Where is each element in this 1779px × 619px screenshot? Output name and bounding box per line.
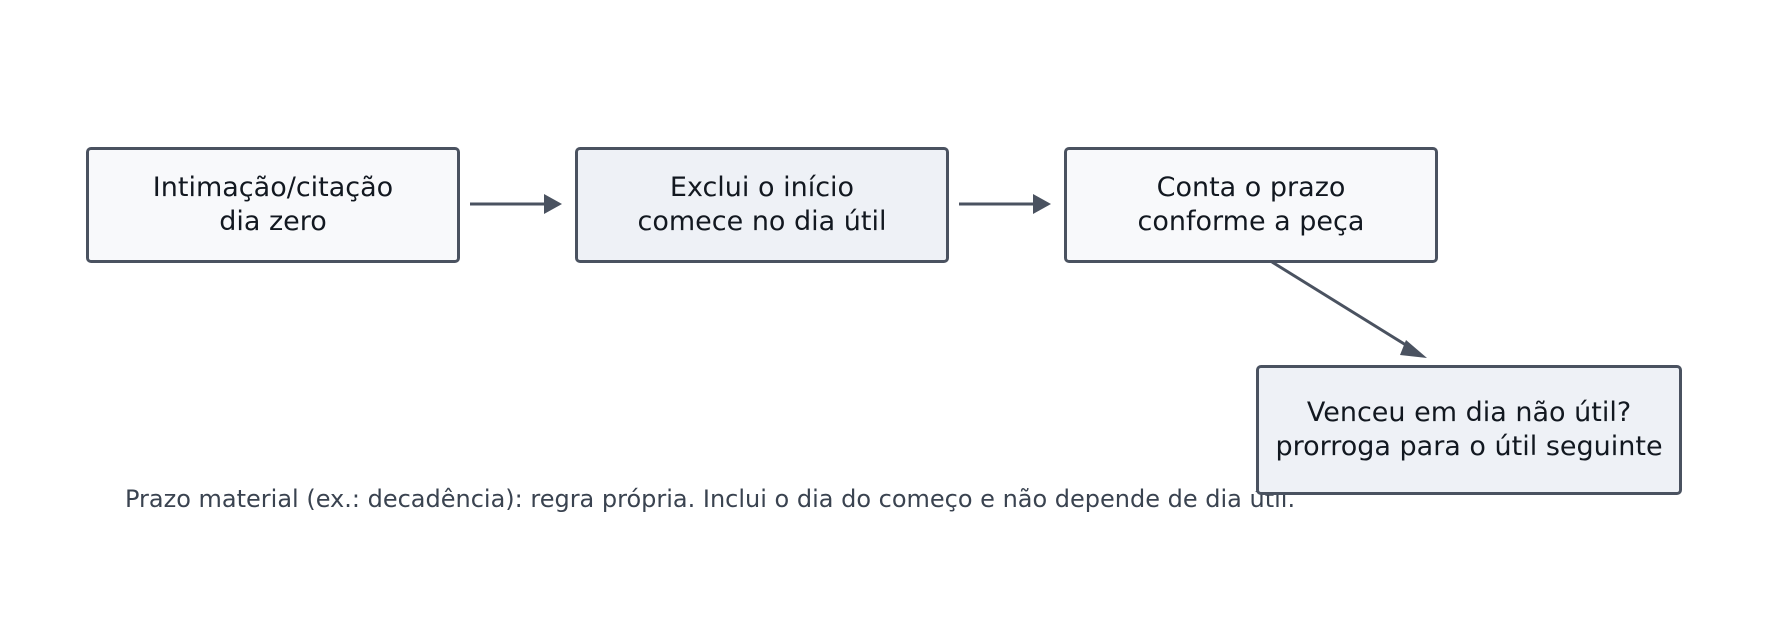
node-intimacao-citacao: Intimação/citação dia zero — [86, 147, 460, 263]
node-venceu-line-1: Venceu em dia não útil? — [1306, 397, 1632, 428]
node-intimacao-line-1: Intimação/citação — [152, 172, 394, 203]
arrow-conta-to-venceu — [1271, 260, 1415, 352]
node-conta-line-1: Conta o prazo — [1156, 172, 1346, 203]
arrowhead-2 — [1033, 194, 1051, 214]
node-exclui-inicio: Exclui o início comece no dia útil — [575, 147, 949, 263]
node-conta-line-2: conforme a peça — [1137, 206, 1365, 237]
arrowhead-3 — [1400, 340, 1427, 358]
node-venceu-line-2: prorroga para o útil seguinte — [1275, 431, 1663, 462]
footnote-prazo-material: Prazo material (ex.: decadência): regra … — [125, 485, 1296, 513]
node-venceu-dia-nao-util: Venceu em dia não útil? prorroga para o … — [1256, 365, 1682, 495]
node-intimacao-line-2: dia zero — [219, 206, 327, 237]
node-exclui-line-1: Exclui o início — [669, 172, 855, 203]
node-conta-prazo: Conta o prazo conforme a peça — [1064, 147, 1438, 263]
arrowhead-1 — [544, 194, 562, 214]
node-exclui-line-2: comece no dia útil — [637, 206, 887, 237]
